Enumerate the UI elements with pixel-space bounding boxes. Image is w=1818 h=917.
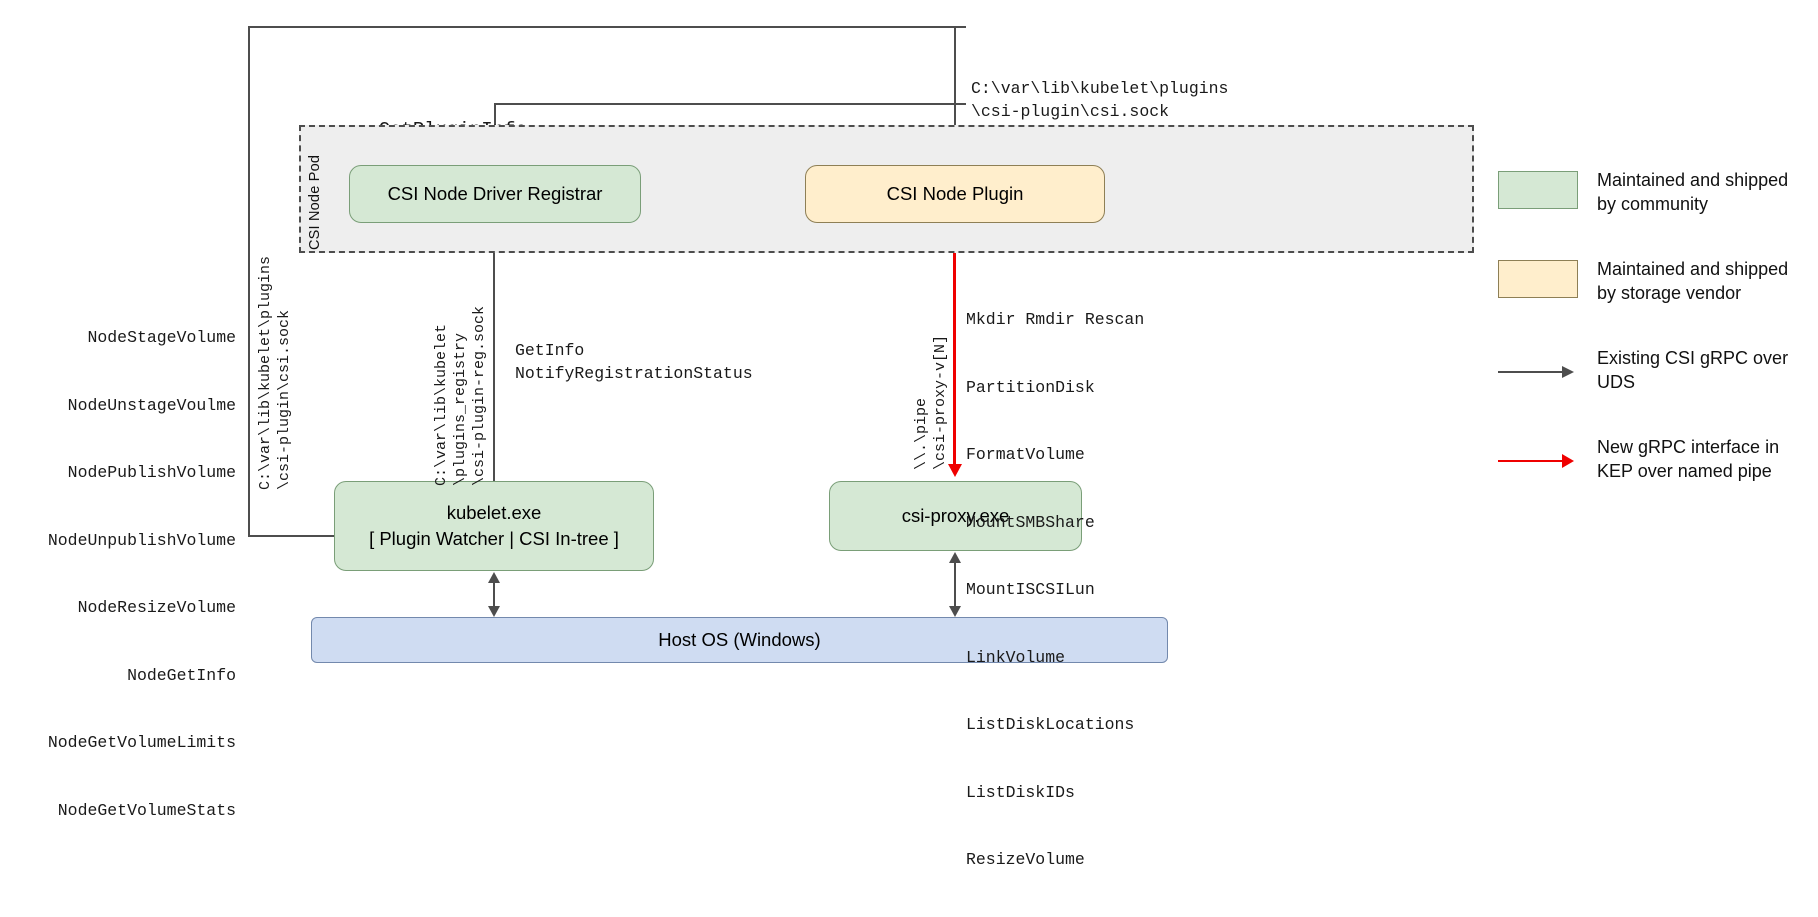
list-item: NodeUnstageVoulme	[67, 395, 236, 415]
diagram-canvas: GetPluginInfo C:\var\lib\kubelet\plugins…	[48, 26, 1818, 869]
csi-node-driver-registrar-label: CSI Node Driver Registrar	[387, 183, 603, 204]
arrow-shaft	[1498, 371, 1564, 373]
csi-proxy-exe-label: csi-proxy.exe	[901, 505, 1010, 526]
host-os-label: Host OS (Windows)	[658, 629, 821, 650]
node-csi-node-plugin[interactable]: CSI Node Plugin	[805, 165, 1105, 223]
label-plugins-registry-sock-vertical: C:\var\lib\kubelet \plugins_registry \cs…	[433, 305, 488, 486]
legend-label-community: Maintained and shipped by community	[1597, 170, 1789, 214]
legend-swatch-cream	[1498, 260, 1578, 298]
csi-node-pod-label: CSI Node Pod	[307, 154, 323, 250]
connector-kubelet-to-hostos	[493, 583, 495, 609]
arrowhead-into-csi-proxy	[948, 464, 962, 477]
connector-registrar-to-plugin-horizontal	[494, 103, 966, 105]
arrow-shaft	[1498, 459, 1564, 463]
list-item: NodeResizeVolume	[77, 598, 236, 617]
legend-arrow-red-icon	[1498, 454, 1578, 468]
node-kubelet-exe[interactable]: kubelet.exe [ Plugin Watcher | CSI In-tr…	[334, 481, 654, 571]
list-item: NodeGetInfo	[127, 665, 236, 685]
list-item: PartitionDisk	[966, 377, 1095, 397]
connector-top-left-horizontal	[248, 26, 966, 28]
arrowhead-csiproxy-down	[949, 606, 961, 617]
legend-item-new-grpc-kep: New gRPC interface in KEP over named pip…	[1498, 435, 1818, 487]
arrow-head	[1562, 366, 1574, 378]
csi-node-service-call-list: NodeStageVolume NodeUnstageVoulme NodePu…	[0, 282, 236, 867]
legend-label-existing-csi-grpc: Existing CSI gRPC over UDS	[1597, 348, 1789, 392]
registration-calls-list: GetInfo NotifyRegistrationStatus	[515, 341, 753, 383]
list-item: ListDiskLocations	[966, 715, 1135, 734]
label-kubelet-plugins-csi-sock-vertical: C:\var\lib\kubelet\plugins \csi-plugin\c…	[257, 255, 293, 490]
node-csi-node-driver-registrar[interactable]: CSI Node Driver Registrar	[349, 165, 641, 223]
legend: Maintained and shipped by community Main…	[1498, 168, 1818, 524]
legend-label-storage-vendor: Maintained and shipped by storage vendor	[1597, 259, 1789, 303]
arrowhead-kubelet-up	[488, 572, 500, 583]
list-item: NodeGetVolumeStats	[57, 800, 236, 820]
list-item: NodeUnpublishVolume	[47, 530, 236, 550]
list-item: NodeGetVolumeLimits	[47, 733, 236, 752]
legend-item-community: Maintained and shipped by community	[1498, 168, 1818, 220]
csi-node-plugin-label: CSI Node Plugin	[886, 183, 1024, 204]
list-item: NodePublishVolume	[67, 463, 236, 482]
kubelet-exe-sublabel: [ Plugin Watcher | CSI In-tree ]	[369, 528, 619, 549]
list-item: NodeStageVolume	[87, 328, 236, 347]
list-item: FormatVolume	[966, 445, 1085, 464]
list-item: ResizeVolume	[966, 850, 1085, 869]
legend-label-new-grpc-kep: New gRPC interface in KEP over named pip…	[1597, 437, 1780, 481]
arrowhead-kubelet-down	[488, 606, 500, 617]
legend-swatch-green	[1498, 171, 1578, 209]
list-item: ListDiskIDs	[966, 782, 1075, 802]
node-csi-proxy-exe[interactable]: csi-proxy.exe	[829, 481, 1082, 551]
label-csi-plugin-socket-path: C:\var\lib\kubelet\plugins \csi-plugin\c…	[971, 79, 1229, 121]
list-item: MountISCSILun	[966, 580, 1095, 599]
label-named-pipe-csi-proxy-vertical: \\.\pipe \csi-proxy-v[N]	[913, 334, 949, 470]
arrowhead-csiproxy-up	[949, 552, 961, 563]
legend-item-storage-vendor: Maintained and shipped by storage vendor	[1498, 257, 1818, 309]
connector-kubelet-left-entry	[248, 535, 336, 537]
csi-proxy-api-call-list: Mkdir Rmdir Rescan PartitionDisk FormatV…	[966, 264, 1226, 917]
list-item: MountSMBShare	[966, 512, 1095, 532]
connector-kubelet-to-registrar-vertical	[493, 234, 495, 481]
node-host-os[interactable]: Host OS (Windows)	[311, 617, 1168, 663]
connector-csiproxy-to-hostos	[954, 563, 956, 609]
connector-plugin-socket-vertical	[954, 26, 956, 156]
kubelet-exe-label: kubelet.exe	[446, 502, 542, 523]
legend-arrow-grey-icon	[1498, 366, 1578, 378]
connector-kubelet-left-vertical	[248, 26, 250, 536]
arrow-head	[1562, 454, 1574, 468]
list-item: LinkVolume	[966, 647, 1066, 667]
list-item: Mkdir Rmdir Rescan	[966, 310, 1145, 329]
connector-grpc-named-pipe-red	[953, 223, 957, 466]
legend-item-existing-csi-grpc: Existing CSI gRPC over UDS	[1498, 346, 1818, 398]
